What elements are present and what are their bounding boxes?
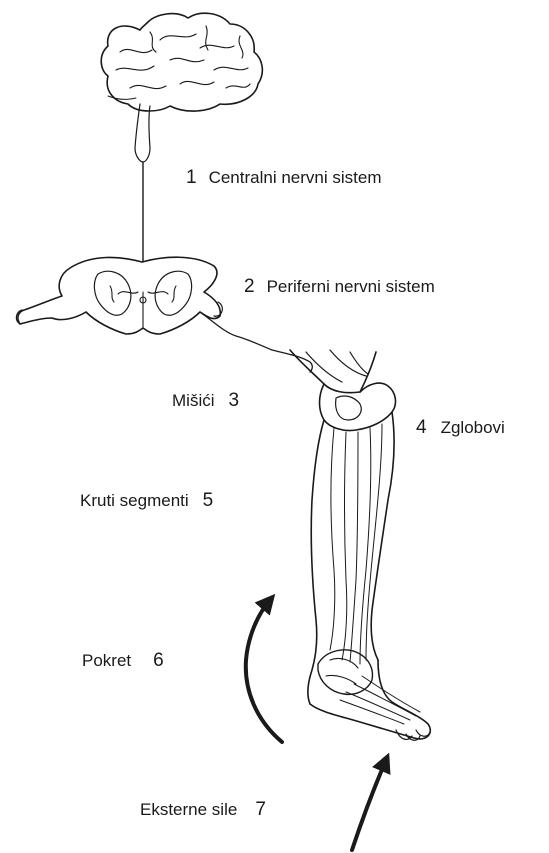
- label-number: 5: [203, 491, 214, 510]
- spinal-cord-section-icon: [16, 257, 312, 372]
- label-text: Pokret: [82, 652, 131, 669]
- label-joints: 4 Zglobovi: [416, 418, 505, 437]
- label-external-forces: Eksterne sile 7: [140, 800, 266, 819]
- label-number: 4: [416, 418, 427, 437]
- label-number: 3: [229, 391, 240, 410]
- label-number: 2: [244, 277, 255, 296]
- label-text: Mišići: [172, 392, 215, 409]
- label-text: Zglobovi: [441, 419, 505, 436]
- label-text: Periferni nervni sistem: [267, 278, 435, 295]
- label-number: 6: [153, 651, 164, 670]
- label-text: Kruti segmenti: [80, 492, 189, 509]
- label-muscles: Mišići 3: [172, 391, 239, 410]
- label-number: 7: [255, 800, 266, 819]
- label-peripheral-nervous-system: 2 Periferni nervni sistem: [244, 277, 435, 296]
- brain-icon: [101, 13, 262, 162]
- label-movement: Pokret 6: [82, 651, 164, 670]
- leg-anatomy-icon: [290, 350, 430, 740]
- movement-arrow-icon: [246, 600, 282, 742]
- external-force-arrow-icon: [352, 760, 386, 850]
- label-text: Eksterne sile: [140, 801, 237, 818]
- label-central-nervous-system: 1 Centralni nervni sistem: [186, 168, 381, 187]
- label-number: 1: [186, 168, 197, 187]
- label-text: Centralni nervni sistem: [209, 169, 382, 186]
- label-rigid-segments: Kruti segmenti 5: [80, 491, 213, 510]
